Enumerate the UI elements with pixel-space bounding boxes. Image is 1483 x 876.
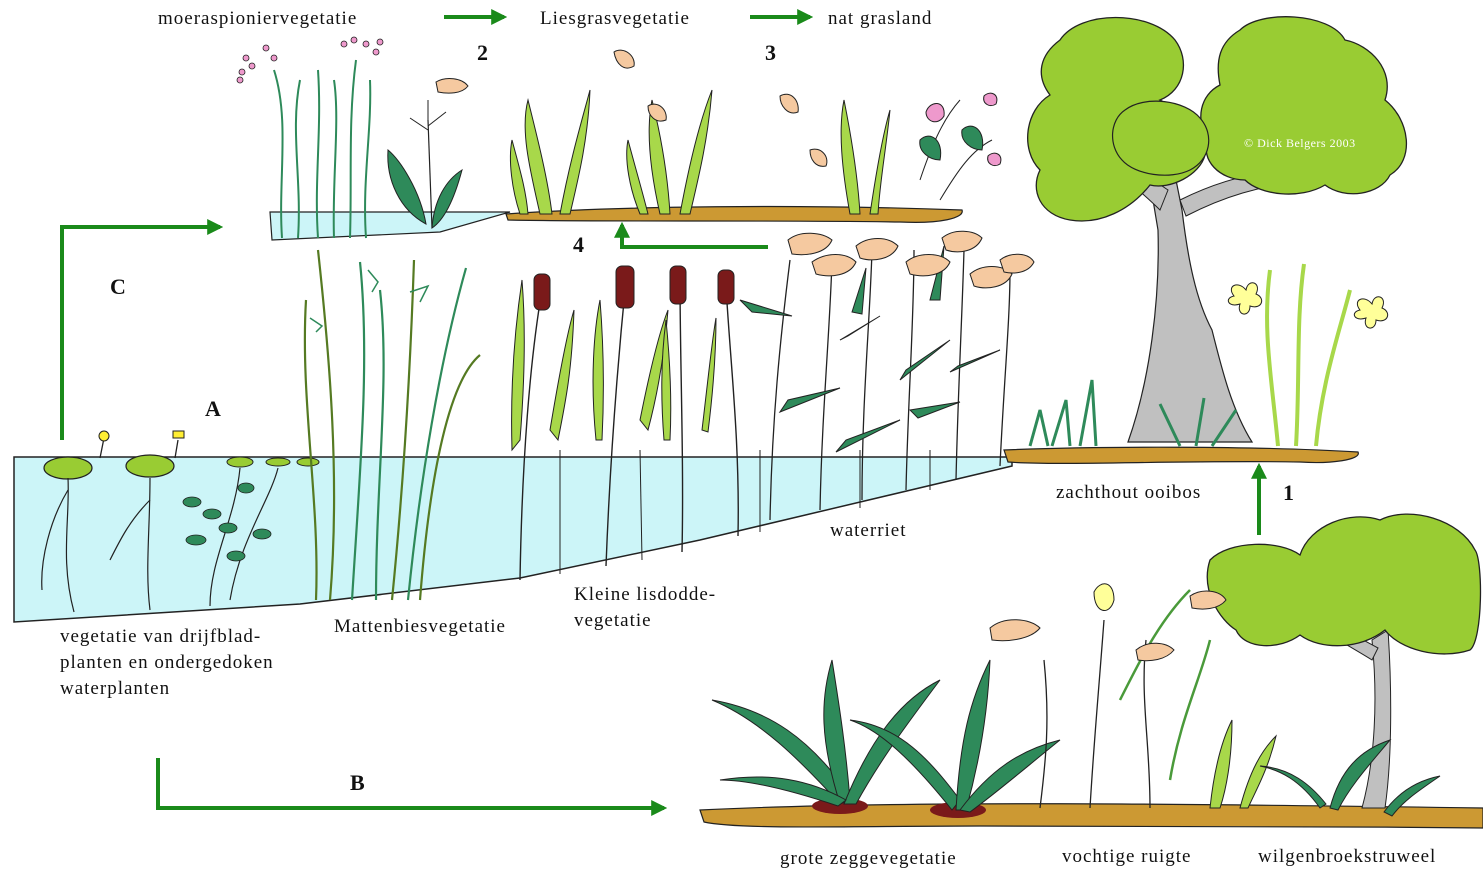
water-plantain (388, 100, 462, 228)
flowering-rush-flowers (237, 37, 383, 83)
marker-a: A (205, 396, 221, 422)
tree-canopy (1201, 17, 1407, 194)
tree-canopy (1113, 101, 1209, 175)
label-moist-tall-herb: vochtige ruigte (1062, 846, 1192, 868)
arrow-b-to-sedge (158, 758, 664, 808)
willow-tree-large (1028, 17, 1407, 442)
label-line: planten en ondergedoken (60, 650, 274, 676)
arrow-c-to-pioneer (62, 227, 220, 440)
marker-3: 3 (765, 40, 776, 66)
liesgras-clumps (510, 90, 890, 214)
label-softwood-floodplain-forest: zachthout ooibos (1056, 482, 1201, 504)
marker-2: 2 (477, 40, 488, 66)
willow-tree-small (1207, 514, 1480, 808)
label-wet-grassland: nat grasland (828, 8, 932, 30)
meadow-flowers (920, 93, 1001, 200)
label-line: vegetatie (574, 608, 716, 634)
label-line: vegetatie van drijfblad- (60, 624, 274, 650)
label-line: Kleine lisdodde- (574, 582, 716, 608)
sedge-tussocks (712, 660, 1060, 812)
reed-leaves (740, 246, 1000, 452)
soil-band-softwood-forest (1004, 447, 1358, 463)
label-water-reed: waterriet (830, 520, 907, 542)
label-pioneer-vegetation: moeraspioniervegetatie (158, 8, 357, 30)
label-floating-leaf-vegetation: vegetatie van drijfblad- planten en onde… (60, 624, 274, 702)
label-liesgras-vegetation: Liesgrasvegetatie (540, 8, 690, 30)
arrow-4-to-grassland (622, 225, 768, 247)
grass-plumes (436, 50, 827, 166)
copyright-notice: © Dick Belgers 2003 (1244, 136, 1356, 151)
reed-plumes (788, 231, 1034, 288)
label-willow-carr: wilgenbroekstruweel (1258, 846, 1436, 868)
label-large-sedge-vegetation: grote zeggevegetatie (780, 848, 957, 870)
tree-canopy (1207, 514, 1480, 654)
marker-c: C (110, 274, 126, 300)
marker-b: B (350, 770, 365, 796)
label-cattail-vegetation: Kleine lisdodde- vegetatie (574, 582, 716, 634)
soil-band-wet-grassland (506, 207, 962, 223)
pioneer-shallow-water (270, 212, 510, 240)
marker-1: 1 (1283, 480, 1294, 506)
label-line: waterplanten (60, 676, 274, 702)
label-bulrush-vegetation: Mattenbiesvegetatie (334, 616, 506, 638)
pioneer-plants (274, 60, 370, 238)
marker-4: 4 (573, 232, 584, 258)
